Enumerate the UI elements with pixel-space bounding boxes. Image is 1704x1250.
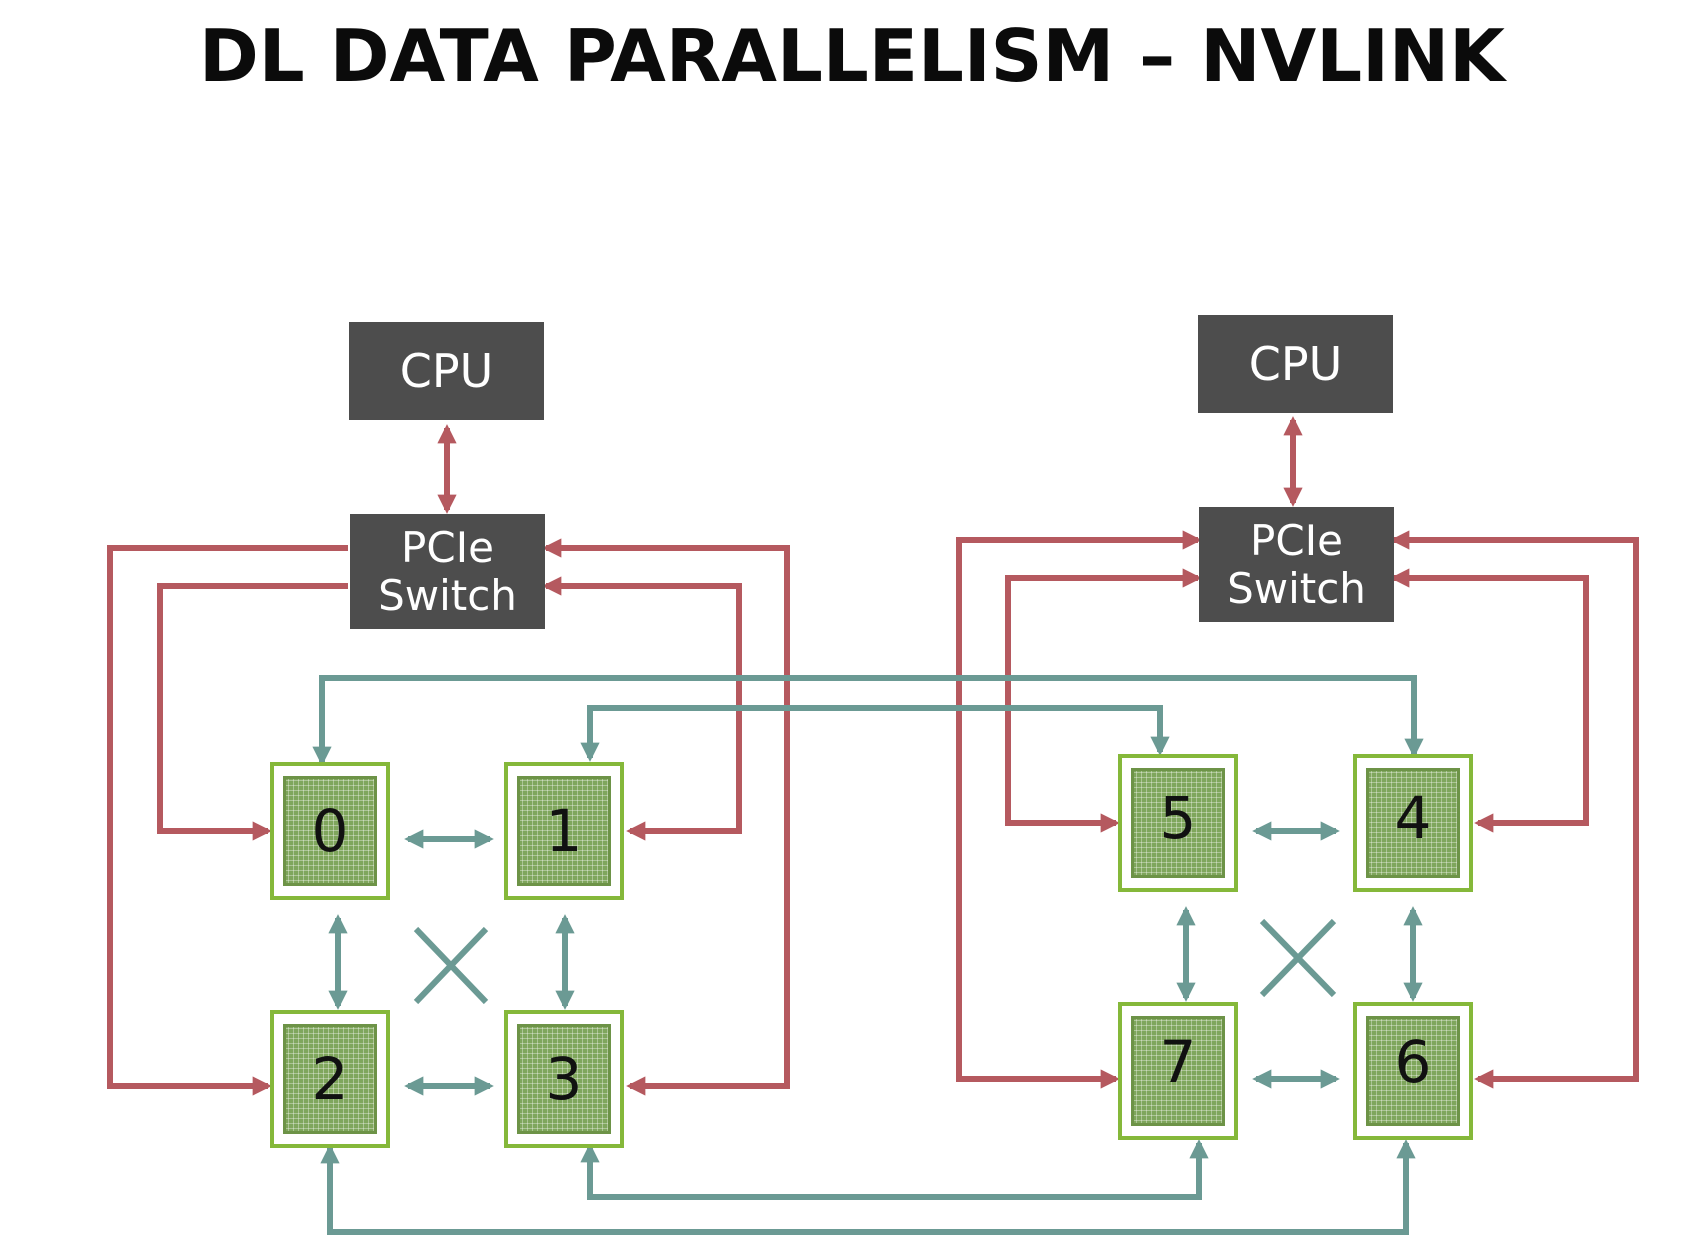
- cpu-box-right: CPU: [1198, 315, 1393, 413]
- gpu-1-label: 1: [545, 797, 583, 865]
- pcie-link-gpu6: [1390, 530, 1639, 1089]
- gpu-7-label: 7: [1159, 1028, 1197, 1096]
- pcie-switch-left-line1: PCIe: [401, 523, 494, 573]
- cpu-box-left: CPU: [349, 322, 544, 420]
- nvlink-1-5-cross: [580, 705, 1170, 762]
- pcie-switch-right: PCIe Switch: [1199, 507, 1394, 622]
- pcie-link-gpu3: [542, 538, 790, 1096]
- cpu-label-right: CPU: [1248, 337, 1343, 391]
- pcie-switch-right-line1: PCIe: [1250, 516, 1343, 566]
- nvlink-4-7-diagonal: [1259, 918, 1337, 998]
- gpu-7: 7: [1118, 1002, 1238, 1140]
- pcie-switch-left-line2: Switch: [378, 570, 517, 620]
- pcie-link-gpu7: [956, 530, 1202, 1089]
- gpu-0: 0: [270, 762, 390, 900]
- gpu-2: 2: [270, 1010, 390, 1148]
- gpu-4-label: 4: [1394, 784, 1432, 852]
- page-title: DL DATA PARALLELISM – NVLINK: [199, 14, 1505, 98]
- nvlink-1-2-diagonal: [413, 926, 489, 1005]
- pcie-link-gpu2: [107, 545, 348, 1096]
- nvlink-3-7-cross: [580, 1139, 1209, 1200]
- cpu-label-left: CPU: [399, 344, 494, 398]
- gpu-6-label: 6: [1394, 1028, 1432, 1096]
- gpu-3-label: 3: [545, 1045, 583, 1113]
- gpu-2-label: 2: [311, 1045, 349, 1113]
- gpu-5-label: 5: [1159, 784, 1197, 852]
- gpu-0-label: 0: [311, 797, 349, 865]
- gpu-6: 6: [1353, 1002, 1473, 1140]
- pcie-link-gpu0: [157, 583, 348, 841]
- gpu-3: 3: [504, 1010, 624, 1148]
- nvlink-0-4-cross: [312, 675, 1424, 766]
- gpu-1: 1: [504, 762, 624, 900]
- pcie-switch-right-line2: Switch: [1227, 563, 1366, 613]
- nvlink-2-6-cross: [320, 1139, 1416, 1235]
- pcie-switch-left: PCIe Switch: [350, 514, 545, 629]
- gpu-4: 4: [1353, 754, 1473, 892]
- gpu-5: 5: [1118, 754, 1238, 892]
